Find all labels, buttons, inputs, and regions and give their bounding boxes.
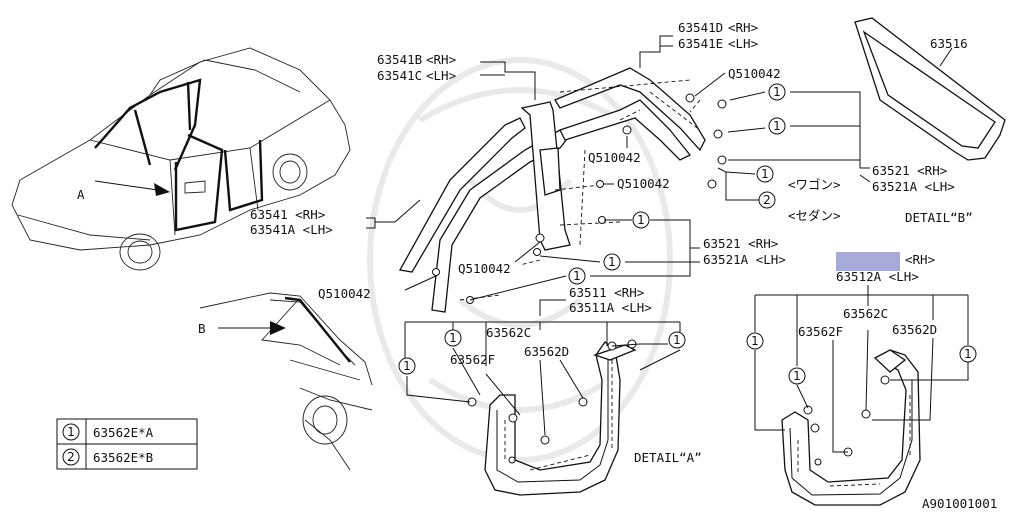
label-63541C-lh: <LH> (426, 68, 456, 83)
label-63511: 63511 <RH> (569, 285, 644, 300)
arrow-a-label: A (77, 187, 85, 202)
label-63516: 63516 (930, 36, 968, 51)
label-63541B-rh: <RH> (426, 52, 456, 67)
label-63512-rh: <RH> (905, 252, 935, 267)
center-callouts: 1 1 1 1 1 1 2 (568, 83, 786, 285)
label-63541B: 63541B (377, 52, 422, 67)
detail-a-callouts: 1 1 1 (398, 329, 686, 375)
callout-1: 1 (964, 347, 972, 361)
label-63521A-b: 63521A <LH> (872, 179, 955, 194)
label-detail-b: DETAIL“B” (905, 210, 973, 225)
label-63541: 63541 <RH> (250, 207, 325, 222)
label-63541D: 63541D (678, 20, 723, 35)
callout-1: 1 (773, 119, 781, 133)
label-63541E: 63541E (678, 36, 723, 51)
detail-b-illustration (854, 17, 1006, 161)
label-63562C-r: 63562C (843, 306, 888, 321)
callout-1: 1 (673, 333, 681, 347)
callout-1: 1 (608, 255, 616, 269)
label-q510042-2: Q510042 (588, 150, 641, 165)
label-63562D-r: 63562D (892, 322, 937, 337)
label-63562D-a: 63562D (524, 344, 569, 359)
callout-1: 1 (761, 167, 769, 181)
arrow-a (94, 180, 170, 196)
center-weatherstrips (398, 67, 727, 313)
callout-1: 1 (751, 334, 759, 348)
label-detail-a: DETAIL“A” (634, 450, 702, 465)
label-63541A: 63541A <LH> (250, 222, 333, 237)
callout-1: 1 (403, 359, 411, 373)
detail-a-leaders (404, 299, 681, 436)
arrow-b (218, 321, 286, 335)
label-63521A: 63521A <LH> (703, 252, 786, 267)
legend-row-2-num: 2 (67, 450, 75, 464)
label-63562F-r: 63562F (798, 324, 843, 339)
callout-1: 1 (793, 369, 801, 383)
label-q510042-3: Q510042 (617, 176, 670, 191)
legend-table: 1 63562E*A 2 63562E*B (56, 418, 198, 470)
arrow-b-label: B (198, 321, 206, 336)
label-63541E-lh: <LH> (728, 36, 758, 51)
watermark-emblem (367, 57, 673, 463)
callout-2: 2 (763, 193, 771, 207)
legend-row-2-part: 63562E*B (93, 450, 153, 465)
label-63541C: 63541C (377, 68, 422, 83)
label-63521-b: 63521 <RH> (872, 163, 947, 178)
callout-1: 1 (773, 85, 781, 99)
label-63512A: 63512A <LH> (836, 269, 919, 284)
label-63562C-a: 63562C (486, 325, 531, 340)
label-q510042-1: Q510042 (728, 66, 781, 81)
label-sedan: <セダン> (788, 208, 841, 223)
right-detail-illustration (781, 349, 921, 506)
right-detail-callouts: 1 1 1 (746, 332, 977, 385)
wagon-rear-illustration (199, 292, 373, 471)
part-number-highlight (836, 252, 900, 271)
document-id: A901001001 (922, 496, 997, 511)
label-q510042-5: Q510042 (318, 286, 371, 301)
label-63562F-a: 63562F (450, 352, 495, 367)
callout-1: 1 (637, 213, 645, 227)
legend-row-1-num: 1 (67, 425, 75, 439)
label-63521: 63521 <RH> (703, 236, 778, 251)
label-q510042-4: Q510042 (458, 261, 511, 276)
car-illustration (11, 47, 351, 271)
right-detail-leaders (754, 285, 969, 453)
detail-a-illustration (467, 339, 637, 496)
label-wagon: <ワゴン> (788, 177, 841, 192)
center-leaders (366, 35, 871, 301)
callout-1: 1 (573, 269, 581, 283)
legend-row-1-part: 63562E*A (93, 425, 154, 440)
callout-1: 1 (449, 331, 457, 345)
label-63511A: 63511A <LH> (569, 300, 652, 315)
label-63541D-rh: <RH> (728, 20, 758, 35)
